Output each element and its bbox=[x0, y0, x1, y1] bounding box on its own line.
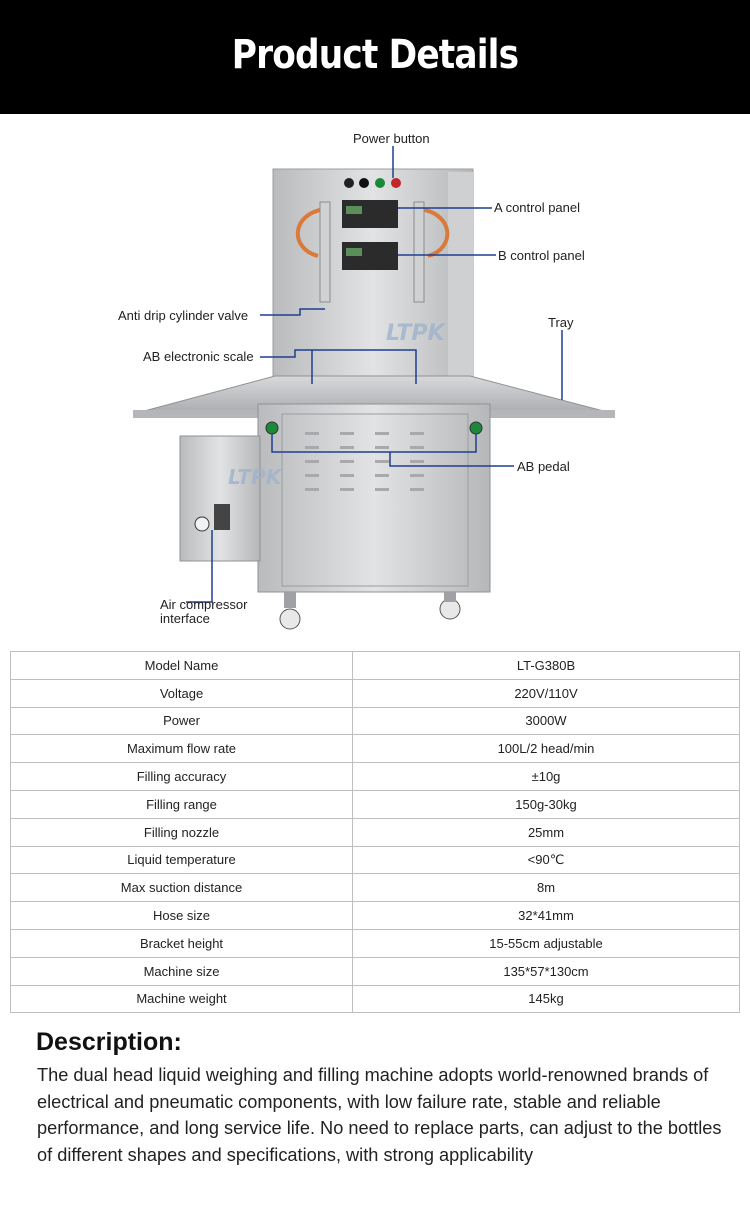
spec-key: Filling nozzle bbox=[10, 817, 353, 847]
spec-key: Voltage bbox=[10, 678, 353, 708]
spec-key: Maximum flow rate bbox=[10, 734, 353, 764]
header-bar bbox=[0, 0, 750, 114]
power-buttons bbox=[344, 178, 401, 188]
callout-lines bbox=[186, 146, 563, 603]
spec-value: 3000W bbox=[352, 706, 740, 736]
spec-value: 15-55cm adjustable bbox=[352, 928, 740, 958]
machine-illustration: LTPK LTPK bbox=[132, 146, 616, 630]
cabinet bbox=[257, 403, 491, 593]
callout-air-compressor-2: interface bbox=[160, 611, 210, 626]
description-title: Description: bbox=[36, 1028, 182, 1056]
spec-key: Model Name bbox=[10, 651, 353, 680]
page-title: Product Details bbox=[231, 32, 519, 78]
spec-value: 145kg bbox=[352, 984, 740, 1014]
spec-value: 135*57*130cm bbox=[352, 956, 740, 986]
spec-value: 32*41mm bbox=[352, 901, 740, 930]
spec-key: Filling range bbox=[10, 789, 353, 819]
spec-key: Hose size bbox=[10, 901, 353, 930]
spec-value: 8m bbox=[352, 873, 740, 903]
wheel bbox=[279, 608, 301, 630]
spec-key: Filling accuracy bbox=[10, 762, 353, 791]
callout-power-button: Power button bbox=[353, 131, 430, 146]
table-row: Filling accuracy±10g bbox=[10, 762, 740, 791]
product-diagram: LTPK LTPK bbox=[0, 114, 750, 644]
callout-a-control-panel: A control panel bbox=[494, 200, 581, 215]
spec-value: 25mm bbox=[352, 817, 740, 847]
air-gauge bbox=[194, 516, 210, 532]
spec-key: Power bbox=[10, 706, 353, 736]
watermark: LTPK bbox=[386, 321, 447, 346]
spec-value: ±10g bbox=[352, 762, 740, 791]
air-compressor-interface bbox=[214, 504, 230, 530]
spec-key: Machine weight bbox=[10, 984, 353, 1014]
callout-ab-scale: AB electronic scale bbox=[143, 349, 254, 364]
pedal-b bbox=[469, 421, 483, 435]
spec-value: LT-G380B bbox=[352, 651, 740, 680]
callout-b-control-panel: B control panel bbox=[498, 248, 585, 263]
description-body: The dual head liquid weighing and fillin… bbox=[37, 1065, 722, 1165]
callout-anti-drip: Anti drip cylinder valve bbox=[118, 308, 249, 323]
callout-air-compressor: Air compressor bbox=[160, 597, 248, 612]
spec-value: <90℃ bbox=[352, 845, 740, 875]
nozzle-b bbox=[413, 201, 425, 303]
spec-key: Machine size bbox=[10, 956, 353, 986]
pedal-a bbox=[265, 421, 279, 435]
callout-ab-pedal: AB pedal bbox=[517, 459, 570, 474]
spec-key: Liquid temperature bbox=[10, 845, 353, 875]
spec-value: 100L/2 head/min bbox=[352, 734, 740, 764]
table-row: Liquid temperature<90℃ bbox=[10, 845, 740, 875]
nozzle-a bbox=[319, 201, 331, 303]
pump-box bbox=[179, 435, 261, 562]
watermark-lower: LTPK bbox=[228, 465, 283, 489]
callout-tray: Tray bbox=[548, 315, 574, 330]
spec-value: 220V/110V bbox=[352, 678, 740, 708]
spec-key: Bracket height bbox=[10, 928, 353, 958]
spec-value: 150g-30kg bbox=[352, 789, 740, 819]
spec-key: Max suction distance bbox=[10, 873, 353, 903]
